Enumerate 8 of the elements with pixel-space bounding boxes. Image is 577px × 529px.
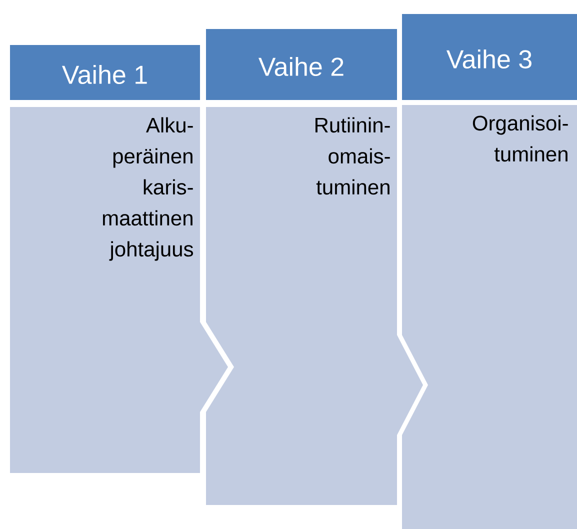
stage-panel: Alku- peräinen karis- maattinen johtajuus [10, 107, 228, 473]
stage-header: Vaihe 2 [206, 29, 397, 100]
node-label: Alku- peräinen karis- maattinen johtajuus [102, 117, 194, 261]
stage-panel: Rutiinin- omais- tuminen [206, 107, 423, 505]
stage-header: Vaihe 1 [10, 45, 200, 100]
stage-header: Vaihe 3 [402, 14, 577, 100]
stage-panel: Organisoi- tuminen [402, 105, 577, 529]
node-label: Rutiinin- omais- tuminen [316, 117, 390, 195]
